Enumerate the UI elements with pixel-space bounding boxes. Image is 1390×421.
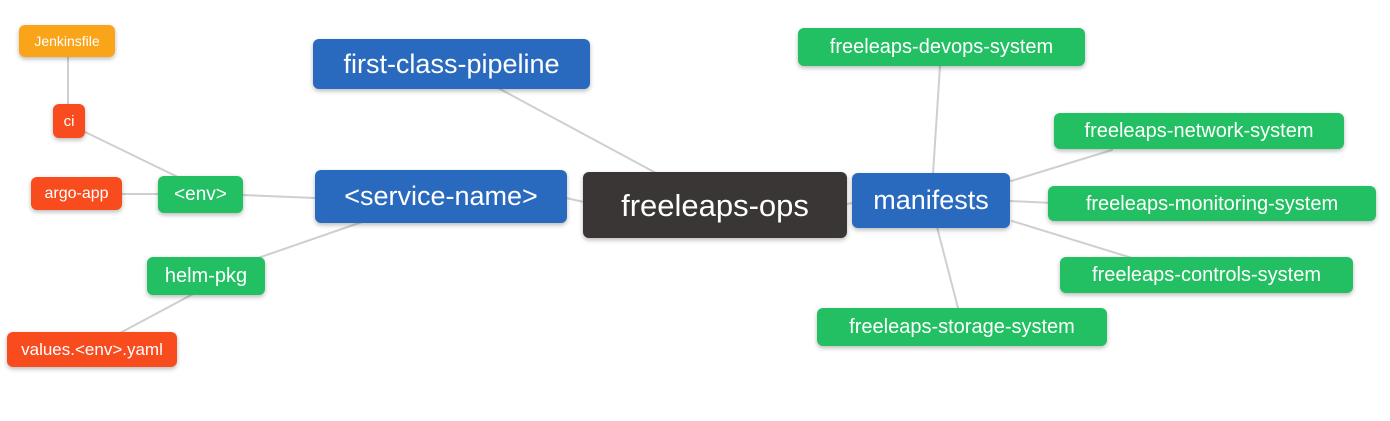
edge-service-name-freeleaps-ops [565,197,585,203]
node-freeleaps-network-system[interactable]: freeleaps-network-system [1054,113,1344,149]
edge-manifests-freeleaps-devops-system [932,65,941,175]
edge-helm-pkg-values-env-yaml [119,293,194,334]
edge-manifests-freeleaps-network-system [1010,149,1113,182]
node-manifests[interactable]: manifests [852,173,1010,228]
node-argo-app[interactable]: argo-app [31,177,122,210]
node-service-name[interactable]: <service-name> [315,170,567,223]
node-freeleaps-controls-system[interactable]: freeleaps-controls-system [1060,257,1353,293]
edge-manifests-freeleaps-controls-system [1011,220,1133,259]
node-first-class-pipeline[interactable]: first-class-pipeline [313,39,590,89]
node-freeleaps-devops-system[interactable]: freeleaps-devops-system [798,28,1085,66]
node-jenkinsfile[interactable]: Jenkinsfile [19,25,115,57]
edge-first-class-pipeline-freeleaps-ops [497,87,657,174]
edge-service-name-helm-pkg [257,221,363,259]
node-freeleaps-storage-system[interactable]: freeleaps-storage-system [817,308,1107,346]
node-freeleaps-ops[interactable]: freeleaps-ops [583,172,847,238]
edge-freeleaps-ops-manifests [845,202,854,205]
edge-env-service-name [242,194,316,199]
edge-ci-env [82,130,183,180]
node-freeleaps-monitoring-system[interactable]: freeleaps-monitoring-system [1048,186,1376,221]
edge-manifests-freeleaps-storage-system [936,226,959,309]
node-ci[interactable]: ci [53,104,85,138]
node-helm-pkg[interactable]: helm-pkg [147,257,265,295]
edge-manifests-freeleaps-monitoring-system [1009,200,1054,204]
node-env[interactable]: <env> [158,176,243,213]
node-values-env-yaml[interactable]: values.<env>.yaml [7,332,177,367]
